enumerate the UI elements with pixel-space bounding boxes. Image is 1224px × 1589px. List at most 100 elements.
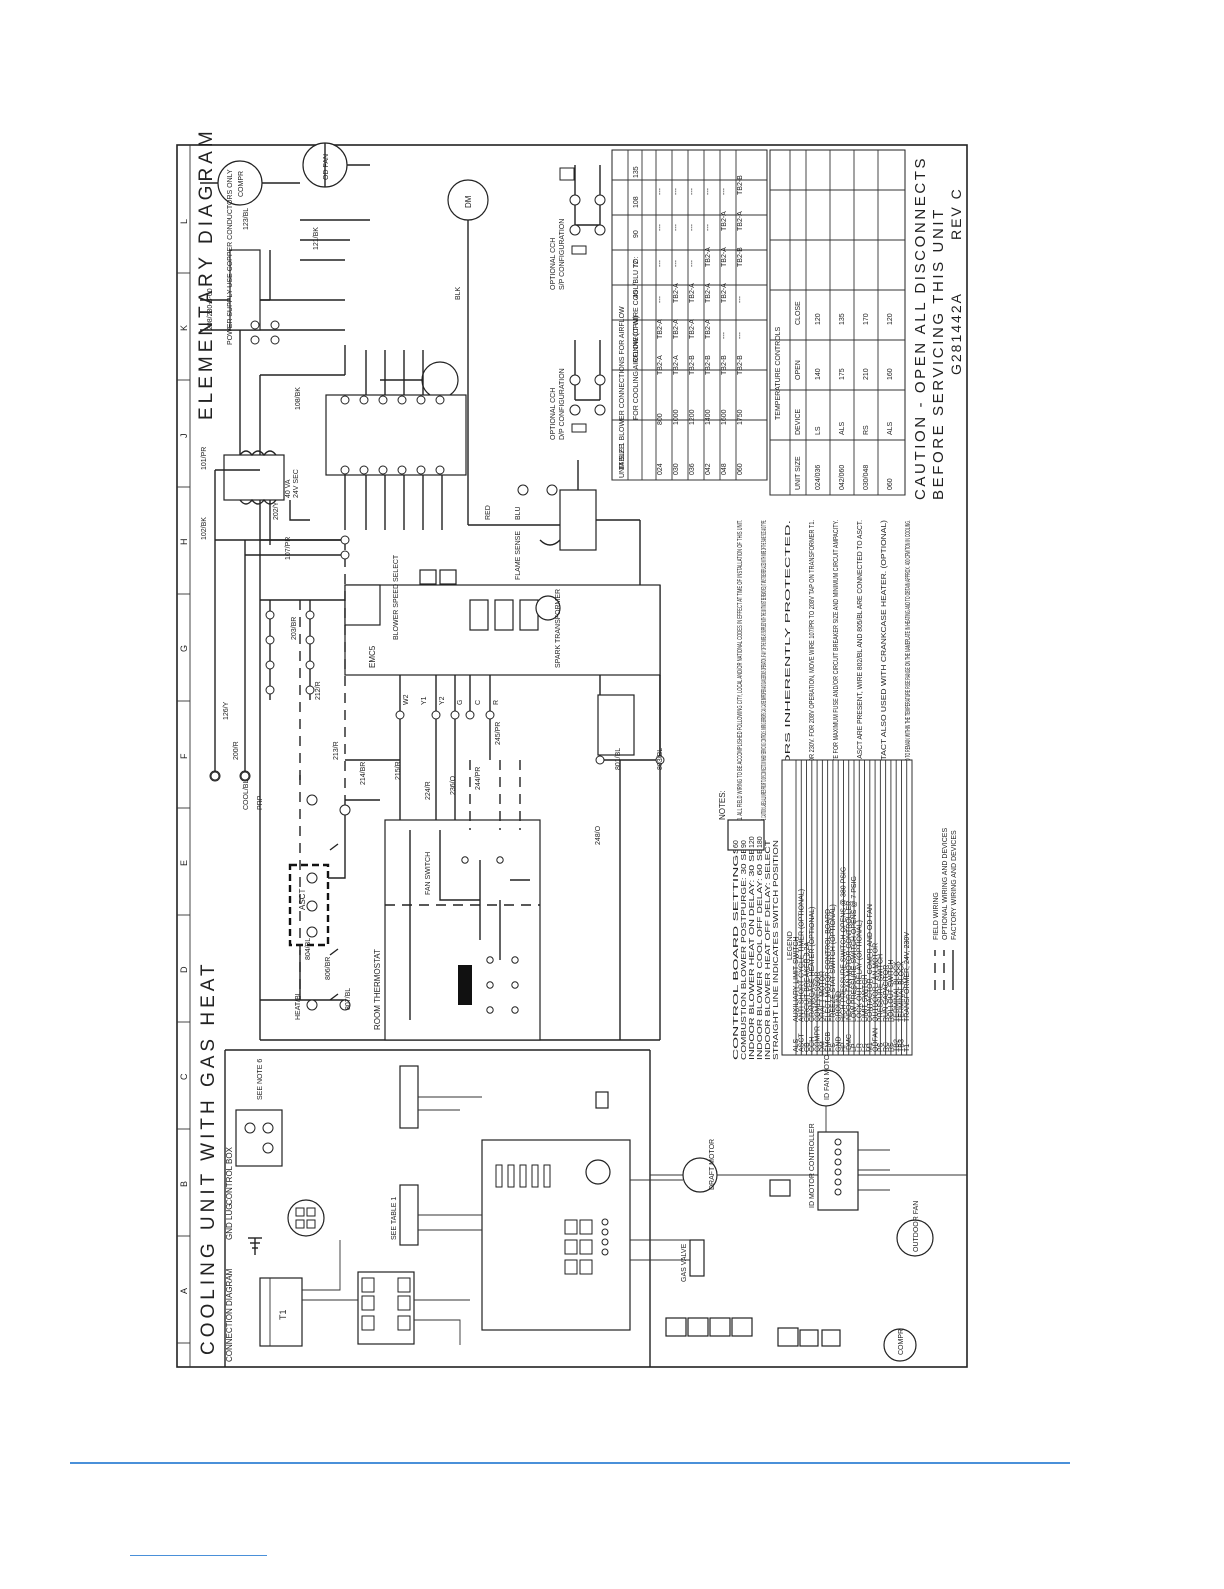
left-title: COOLING UNIT WITH GAS HEAT xyxy=(198,960,219,1355)
note-line: 7. SHUNT CONTACT ALSO USED WITH CRANKCAS… xyxy=(881,520,888,820)
board-terminal-heat xyxy=(439,569,457,585)
wire-node xyxy=(340,550,350,560)
temp-cell: 135 xyxy=(839,313,846,325)
table1-title: TABLE 1 BLOWER CONNECTIONS FOR AIRFLOW xyxy=(619,306,626,470)
board-relay-1 xyxy=(469,599,489,631)
table1-cell: 1200 xyxy=(689,409,696,425)
legend-abbrev: FS xyxy=(830,1043,837,1052)
draft-motor xyxy=(682,1157,718,1193)
speed-tap-label: 90 xyxy=(741,840,748,848)
table1-cell: --- xyxy=(721,187,728,195)
legend-title: LEGEND xyxy=(787,931,794,960)
id-fan-motor-label: ID FAN MOTOR xyxy=(824,1050,831,1100)
temp-cell: 024/036 xyxy=(815,465,822,490)
legend-abbrev: ALS xyxy=(793,1038,800,1052)
wire-node xyxy=(655,755,665,765)
table1-cell: 1400 xyxy=(705,409,712,425)
legend-description: CIRCUIT BREAKER 3.2A xyxy=(804,942,811,1022)
idmc-terminal xyxy=(359,465,369,475)
legend-description: ANTI SHORT CYCLE TIMER (OPTIONAL) xyxy=(798,889,805,1022)
board-relay-2 xyxy=(494,599,514,631)
fan-switch-label: FAN SWITCH xyxy=(425,852,432,895)
table1-cell: --- xyxy=(673,259,680,267)
legend-description: OUTDOOR FAN MOTOR xyxy=(872,943,879,1022)
setting-line: INDOOR BLOWER COOL OFF DELAY: 60 SEC xyxy=(757,840,764,1060)
legend-description: INDOOR FAN MOTOR CONTROLLER xyxy=(846,901,853,1022)
table1-cell: 048 xyxy=(721,463,728,475)
idmc-terminal xyxy=(359,395,369,405)
legend-description: HIGH PRESSURE SWITCH OPENS @ 380 PSIG xyxy=(841,867,848,1022)
setting-line: CONTROL BOARD SETTINGS: xyxy=(733,840,740,1060)
wire-node xyxy=(465,710,475,720)
transformer-t1 xyxy=(259,1277,303,1347)
table1-cell: --- xyxy=(721,331,728,339)
wire-label: 108/BK xyxy=(295,387,302,410)
legend-description: TERMINAL BLOCK xyxy=(899,961,906,1022)
note-line: 8. SELECT INDOOR BLOWER SPEED TO REMAIN … xyxy=(905,520,912,820)
table1-cell: --- xyxy=(673,223,680,231)
asct-connection xyxy=(235,1109,283,1167)
power-supply-label: POWER SUPPLY USE COPPER CONDUCTORS ONLY xyxy=(227,169,234,345)
legend-abbrev: RS xyxy=(888,1042,895,1052)
cch-box xyxy=(777,1327,799,1347)
legend-abbrev: ODFAN xyxy=(872,1028,879,1052)
fs-box xyxy=(769,1179,791,1197)
table1-cell: TB2-B xyxy=(721,355,728,375)
room-thermostat-label: ROOM THERMOSTAT xyxy=(373,949,382,1030)
wire-label: HEAT/BL xyxy=(295,991,302,1020)
ps-box xyxy=(731,1317,753,1337)
table1-cell: TB2-A xyxy=(705,283,712,303)
table1-column-header: 108 xyxy=(633,196,640,208)
legend-abbrev: RC xyxy=(883,1042,890,1052)
outdoor-fan xyxy=(896,1219,934,1257)
thermostat-contact xyxy=(496,856,504,864)
table1-cell: TB2-A xyxy=(657,319,664,339)
wire-label: 200/R xyxy=(233,741,240,760)
see-table-label: SEE TABLE 1 xyxy=(391,1197,398,1240)
wire-label: 123/BL xyxy=(243,208,250,230)
legend-abbrev: LS xyxy=(862,1043,869,1052)
table1-cell: TB2-A xyxy=(721,211,728,231)
idmc-terminal-strip xyxy=(325,394,467,476)
grid-letter: F xyxy=(179,753,189,759)
temp-column-header: OPEN xyxy=(795,360,802,380)
temperature-controls-table: TEMPERATURE CONTROLS UNIT SIZEDEVICEOPEN… xyxy=(769,149,906,496)
spark-transformer-label: SPARK TRANSFORMER xyxy=(555,589,562,668)
legend-description: ROLLOUT SWITCH xyxy=(888,960,895,1023)
compr-label-2: COMPR xyxy=(238,171,245,197)
setting-line: STRAIGHT LINE INDICATES SWITCH POSITION xyxy=(773,840,780,1060)
temp-cell: RS xyxy=(863,425,870,435)
temp-cell: 042/060 xyxy=(839,465,846,490)
compressor-connection xyxy=(883,1328,917,1362)
temp-cell: 160 xyxy=(887,368,894,380)
gas-valve-connection xyxy=(689,1239,705,1277)
board-terminal-label: W2 xyxy=(403,694,410,705)
revision: REV C xyxy=(948,187,964,240)
optional-ccm-label-1: OPTIONAL CCH xyxy=(550,238,557,290)
grid-letter: A xyxy=(179,1288,189,1294)
table1-cell: 1600 xyxy=(721,409,728,425)
grid-letter: H xyxy=(179,539,189,546)
notes-title: NOTES: xyxy=(718,790,727,820)
grid-letter: K xyxy=(179,325,189,331)
temp-cell: 120 xyxy=(887,313,894,325)
legend-abbrev: ASCT xyxy=(798,1033,805,1052)
temp-cell: ALS xyxy=(839,421,846,435)
control-box-label: CONTROL BOX xyxy=(225,1146,234,1205)
idmc-terminal xyxy=(435,465,445,475)
wire-label: BLK xyxy=(455,286,462,300)
draft-motor-label: DRAFT MOTOR xyxy=(709,1139,716,1190)
table1-column-header: 135 xyxy=(633,166,640,178)
thermostat-contact xyxy=(511,956,519,964)
flame-sense-label: FLAME SENSE xyxy=(515,531,522,580)
idmc-terminal xyxy=(416,465,426,475)
note-line: 5. SEE UNIT NAMEPLATE FOR MAXIMUM FUSE A… xyxy=(833,520,840,820)
footer-link-underline xyxy=(130,1555,267,1556)
blower-speed-select xyxy=(344,584,381,626)
wire-label: 215/R xyxy=(395,761,402,780)
wire-label: 224/R xyxy=(425,781,432,800)
footer-rule xyxy=(70,1462,1070,1464)
legend-description: TRANSFORMER, 24V, 230V xyxy=(904,932,911,1022)
legend-abbrev: TB2 xyxy=(893,1039,900,1052)
table1-cell: --- xyxy=(689,223,696,231)
